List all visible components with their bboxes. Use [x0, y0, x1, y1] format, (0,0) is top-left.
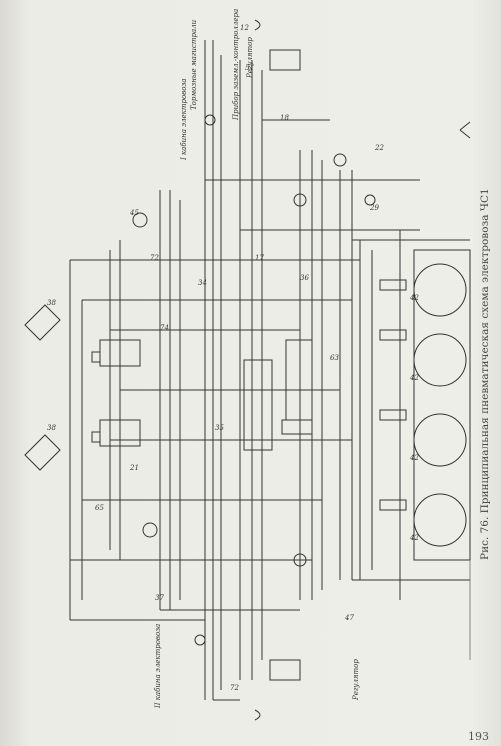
svg-text:72: 72: [150, 254, 159, 262]
svg-text:72: 72: [230, 684, 239, 692]
svg-text:74: 74: [160, 324, 169, 332]
label-regulator-bottom: Регулятор: [352, 659, 360, 701]
svg-text:47: 47: [344, 614, 354, 622]
svg-text:35: 35: [215, 424, 224, 432]
svg-text:42: 42: [409, 454, 419, 462]
svg-text:51: 51: [245, 64, 254, 72]
svg-text:42: 42: [409, 374, 419, 382]
svg-text:45: 45: [129, 209, 139, 217]
svg-text:38: 38: [47, 299, 56, 307]
label-device: Прибор заземл.-контроллера: [232, 9, 240, 121]
svg-text:34: 34: [198, 279, 207, 287]
page-number: 193: [468, 730, 489, 743]
label-brake-mains: Тормозные магистрали: [190, 19, 198, 110]
figure-caption: Рис. 76. Принципиальная пневматическая с…: [479, 188, 491, 560]
svg-text:37: 37: [155, 594, 164, 602]
svg-text:38: 38: [47, 424, 56, 432]
label-cab-1: I кабина электровоза: [180, 79, 188, 161]
svg-text:18: 18: [280, 114, 289, 122]
svg-text:17: 17: [255, 254, 264, 262]
svg-text:21: 21: [129, 464, 139, 472]
svg-text:42: 42: [409, 294, 419, 302]
label-regulator-top: Регулятор: [246, 37, 254, 79]
svg-text:65: 65: [95, 504, 104, 512]
svg-text:29: 29: [369, 204, 379, 212]
svg-text:42: 42: [409, 534, 419, 542]
svg-text:22: 22: [374, 144, 384, 152]
svg-text:63: 63: [330, 354, 339, 362]
label-cab-2: II кабина электровоза: [154, 624, 162, 709]
svg-text:12: 12: [240, 24, 249, 32]
svg-text:36: 36: [300, 274, 309, 282]
